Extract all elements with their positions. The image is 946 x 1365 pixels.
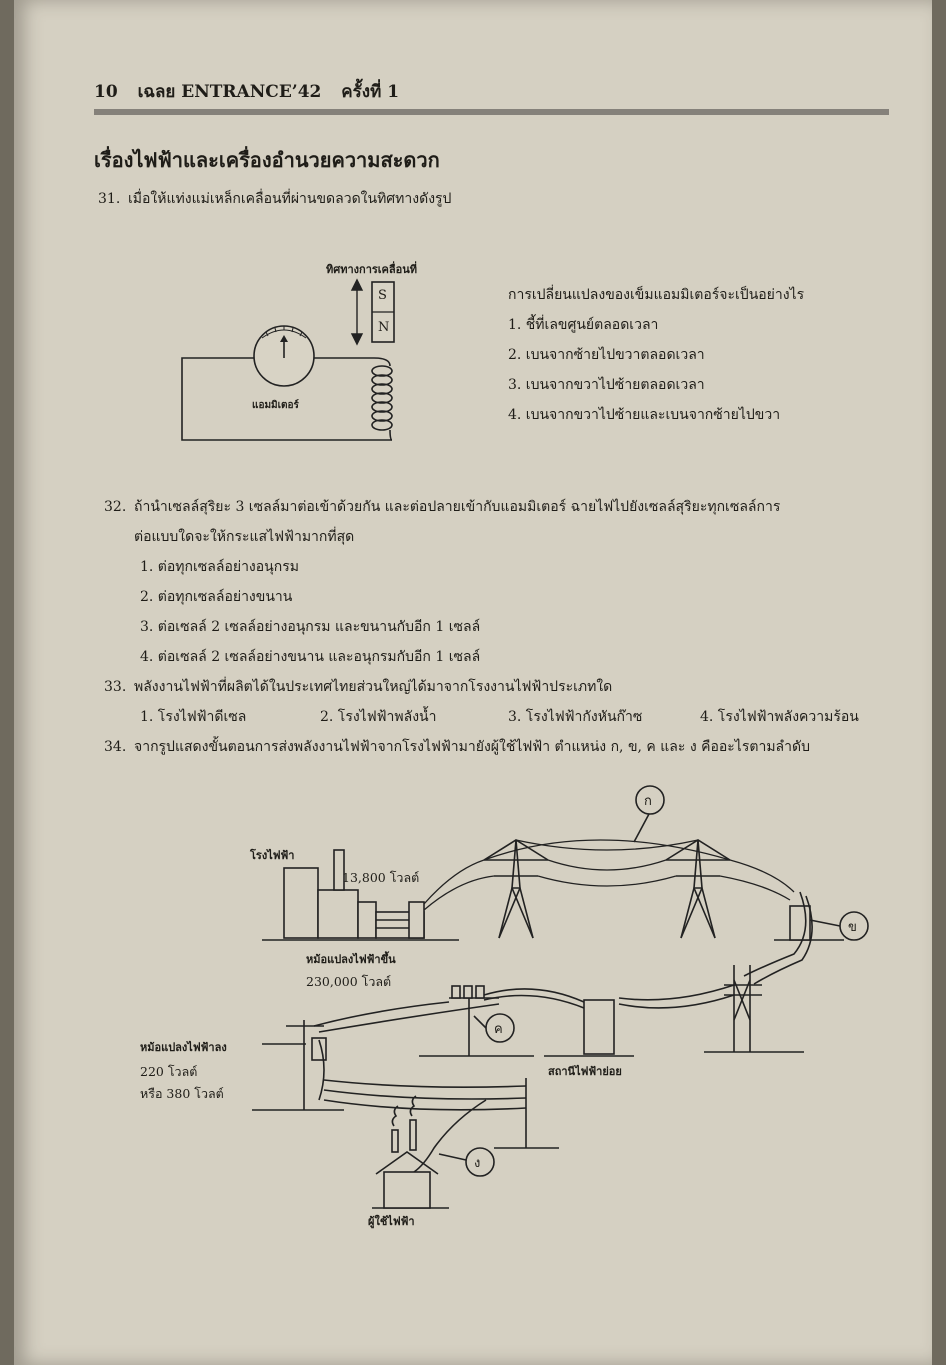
label-circle-d: [465, 1147, 495, 1177]
label-d: ง: [474, 1156, 481, 1171]
power-transmission-figure: [252, 785, 869, 1209]
consumer-house: [375, 1095, 439, 1209]
q31-option-2: 2. เบนจากซ้ายไปขวาตลอดเวลา: [508, 347, 705, 363]
question-32: 32. ถ้านำเซลล์สุริยะ 3 เซลล์มาต่อเข้าด้วย…: [104, 496, 780, 518]
label-c: ค: [494, 1022, 503, 1037]
label-circle-c: [485, 1013, 515, 1043]
power-plant-building: [283, 849, 377, 939]
ammeter-label: แอมมิเตอร์: [252, 400, 299, 411]
ammeter: [253, 325, 315, 387]
consumer-label: ผู้ใช้ไฟฟ้า: [368, 1215, 415, 1228]
magnet-coil-figure: [181, 278, 395, 441]
transmission-tower-1: [483, 839, 549, 939]
page-header: 10 เฉลย ENTRANCE’42 ครั้งที่ 1: [94, 78, 413, 105]
q33-option-1: 1. โรงไฟฟ้าดีเซล: [140, 709, 247, 725]
label-b: ข: [848, 920, 857, 935]
question-text: เมื่อให้แท่งแม่เหล็กเคลื่อนที่ผ่านขดลวดใ…: [128, 191, 452, 207]
question-31: 31. เมื่อให้แท่งแม่เหล็กเคลื่อนที่ผ่านขดล…: [98, 188, 451, 210]
section-title: เรื่องไฟฟ้าและเครื่องอำนวยความสะดวก: [94, 148, 440, 172]
round-label: ครั้งที่ 1: [341, 82, 400, 102]
coil: [371, 357, 393, 441]
substation-building: [483, 984, 735, 1055]
q33-option-4: 4. โรงไฟฟ้าพลังความร้อน: [700, 709, 859, 725]
q31-option-1: 1. ชี้ที่เลขศูนย์ตลอดเวลา: [508, 317, 659, 333]
direction-label: ทิศทางการเคลื่อนที่: [326, 263, 418, 276]
question-34: 34. จากรูปแสดงขั้นตอนการส่งพลังงานไฟฟ้าจา…: [104, 736, 810, 758]
label-circle-a: [635, 785, 665, 815]
q33-option-2: 2. โรงไฟฟ้าพลังน้ำ: [320, 709, 437, 725]
transmission-tower-2: [665, 839, 731, 939]
question-number: 32.: [104, 499, 127, 515]
step-up-voltage-label: 230,000 โวลต์: [306, 974, 392, 989]
question-number: 31.: [98, 191, 121, 207]
label-circle-b: [839, 911, 869, 941]
question-33: 33. พลังงานไฟฟ้าที่ผลิตได้ในประเทศไทยส่วน…: [104, 676, 612, 698]
pointer-d: [438, 1153, 467, 1161]
question-text-line2: ต่อแบบใดจะให้กระแสไฟฟ้ามากที่สุด: [134, 529, 355, 545]
book-title: เฉลย ENTRANCE’42: [137, 82, 322, 102]
question-text: จากรูปแสดงขั้นตอนการส่งพลังงานไฟฟ้าจากโร…: [134, 739, 810, 755]
question-text-line1: ถ้านำเซลล์สุริยะ 3 เซลล์มาต่อเข้าด้วยกัน…: [134, 499, 781, 515]
substation-label: สถานีไฟฟ้าย่อย: [548, 1065, 622, 1078]
double-arrow-icon: [350, 278, 364, 346]
question-31-prompt: การเปลี่ยนแปลงของเข็มแอมมิเตอร์จะเป็นอย่…: [508, 287, 805, 303]
bar-magnet: [371, 281, 395, 343]
step-up-label: หม้อแปลงไฟฟ้าขึ้น: [306, 953, 396, 966]
question-text: พลังงานไฟฟ้าที่ผลิตได้ในประเทศไทยส่วนใหญ…: [134, 679, 613, 695]
q32-option-4: 4. ต่อเซลล์ 2 เซลล์อย่างขนาน และอนุกรมกั…: [140, 649, 481, 665]
wire-loop: [181, 357, 392, 441]
pole-s-label: S: [378, 288, 387, 303]
label-a: ก: [644, 794, 652, 809]
book-page: 10 เฉลย ENTRANCE’42 ครั้งที่ 1 เรื่องไฟฟ…: [14, 0, 932, 1365]
header-rule: [94, 109, 889, 115]
voltage-380-label: หรือ 380 โวลต์: [140, 1086, 224, 1101]
plant-voltage-label: 13,800 โวลต์: [342, 870, 420, 885]
pointer-b: [809, 919, 841, 927]
high-voltage-lines: [423, 839, 795, 911]
step-down-label: หม้อแปลงไฟฟ้าลง: [140, 1041, 227, 1054]
pole-n-label: N: [378, 320, 390, 335]
question-number: 34.: [104, 739, 127, 755]
q32-option-1: 1. ต่อทุกเซลล์อย่างอนุกรม: [140, 559, 299, 575]
pole-b: [743, 891, 813, 985]
page-number: 10: [94, 82, 118, 102]
pointer-c: [473, 1015, 487, 1029]
distribution-pole-c: [313, 985, 500, 1056]
step-up-transformer: [375, 901, 425, 939]
q32-option-3: 3. ต่อเซลล์ 2 เซลล์อย่างอนุกรม และขนานกั…: [140, 619, 481, 635]
q31-option-4: 4. เบนจากขวาไปซ้ายและเบนจากซ้ายไปขวา: [508, 407, 781, 423]
substation-tower: [724, 965, 762, 1052]
voltage-220-label: 220 โวลต์: [140, 1064, 198, 1079]
q32-option-2: 2. ต่อทุกเซลล์อย่างขนาน: [140, 589, 293, 605]
question-number: 33.: [104, 679, 127, 695]
power-plant-label: โรงไฟฟ้า: [250, 849, 295, 862]
q33-option-3: 3. โรงไฟฟ้ากังหันก๊าซ: [508, 709, 643, 725]
step-down-transformer-pole: [286, 1020, 527, 1173]
q31-option-3: 3. เบนจากขวาไปซ้ายตลอดเวลา: [508, 377, 705, 393]
pointer-a: [633, 813, 650, 843]
